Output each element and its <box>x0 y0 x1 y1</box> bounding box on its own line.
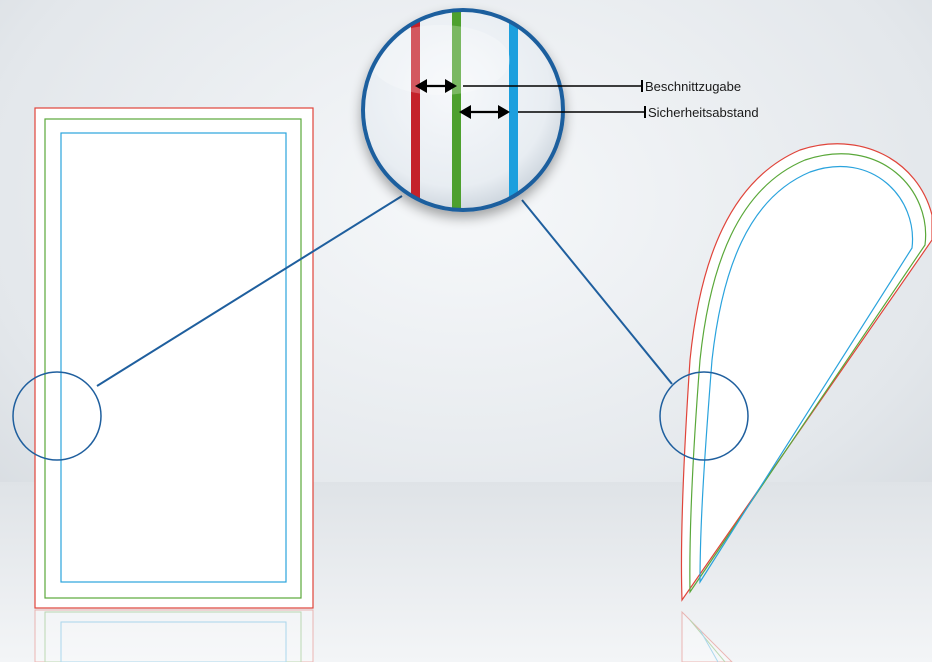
bleed-arrow <box>415 79 457 93</box>
safety-leader <box>518 106 646 118</box>
rectangle-cut-line <box>34 107 314 609</box>
callout-circle-left <box>12 371 102 461</box>
callout-connector-left <box>96 195 403 387</box>
lens-bleed-line <box>452 10 461 210</box>
callout-connector-right <box>521 199 673 385</box>
lens-cut-line <box>411 10 420 210</box>
rectangle-safety-line <box>60 132 287 583</box>
bleed-label: Beschnittzugabe <box>645 79 741 94</box>
callout-circle-right <box>659 371 749 461</box>
callout-right <box>521 199 749 461</box>
safety-arrow <box>459 105 510 119</box>
rectangle-bleed-line <box>44 118 302 599</box>
lens-rim <box>361 8 565 212</box>
teardrop-bleed-line <box>689 153 927 594</box>
safety-label: Sicherheitsabstand <box>648 105 759 120</box>
teardrop-cut-line <box>680 143 932 602</box>
rectangle-reflection <box>34 609 314 662</box>
lens-safety-line <box>509 10 518 210</box>
bleed-leader <box>463 80 643 92</box>
rectangle-banner <box>34 107 314 609</box>
callout-left <box>12 195 403 461</box>
teardrop-reflection <box>681 610 733 662</box>
teardrop-banner <box>680 143 932 602</box>
teardrop-safety-line <box>699 166 914 585</box>
